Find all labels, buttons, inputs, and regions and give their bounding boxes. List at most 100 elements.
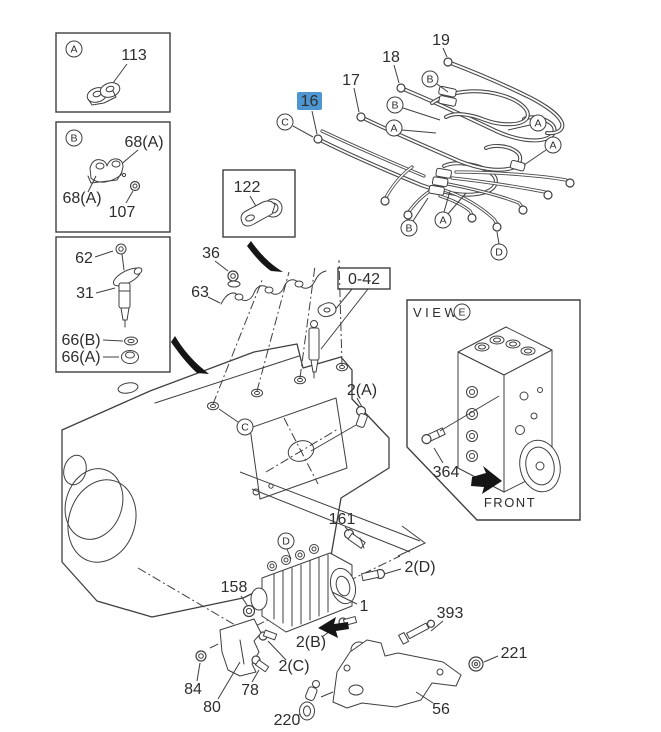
- inset-box-122-frame: [222, 169, 296, 238]
- callout-letter-b3: B: [405, 223, 412, 235]
- part-label-1[interactable]: 1: [360, 598, 369, 615]
- part-label-2a[interactable]: 2(A): [347, 382, 377, 399]
- part-label-17[interactable]: 17: [342, 72, 360, 89]
- clip-0-42-drawing: [317, 302, 337, 318]
- callout-letter-c-engine: C: [241, 422, 249, 434]
- part-label-66b[interactable]: 66(B): [61, 332, 100, 349]
- leader-56: [415, 691, 434, 704]
- leader-d1: [496, 231, 500, 245]
- front-label: FRONT: [484, 495, 536, 510]
- callout-circle-b: [65, 129, 83, 147]
- callout-circle-b1: [421, 70, 439, 88]
- bracket-56-drawing: [332, 639, 462, 709]
- callout-letter-a2: A: [534, 118, 541, 130]
- bracket-80-drawing: [219, 618, 262, 677]
- pump-body-drawing: [250, 544, 357, 633]
- pipe-clamps: [428, 85, 526, 196]
- leader-221: [483, 655, 499, 663]
- injector-drawing: [112, 243, 143, 328]
- leader-d2: [286, 548, 292, 560]
- callout-circle-a4: [434, 211, 452, 229]
- part-label-220[interactable]: 220: [274, 712, 301, 729]
- leader-a3: [523, 149, 547, 166]
- callout-letter-b: B: [70, 133, 77, 145]
- bolt-78-drawing: [251, 655, 270, 673]
- bolt-364-drawing: [421, 395, 500, 445]
- part-label-2b[interactable]: 2(B): [296, 634, 326, 651]
- part-label-62[interactable]: 62: [75, 250, 93, 267]
- part-label-113[interactable]: 113: [121, 47, 147, 64]
- engine-bosses: [63, 382, 274, 563]
- bolt-393-drawing: [398, 619, 436, 645]
- part-label-56[interactable]: 56: [432, 701, 450, 718]
- nut-107-center: [132, 183, 138, 189]
- ref-label-0-42[interactable]: 0-42: [348, 271, 380, 288]
- callout-letter-a: A: [70, 44, 77, 56]
- callout-circle-e-view: [453, 303, 471, 321]
- part-label-63[interactable]: 63: [191, 284, 209, 301]
- bolt-2c-drawing: [258, 629, 278, 641]
- ring-66b-hole: [127, 338, 135, 344]
- leader-1: [331, 591, 358, 605]
- leader-78: [251, 669, 260, 683]
- callout-circle-a: [65, 40, 83, 58]
- leak-off-pipe-drawing: [220, 270, 327, 305]
- leader-18: [393, 64, 400, 84]
- part-label-2d[interactable]: 2(D): [404, 559, 435, 576]
- fuel-pipe-harness: 19 18 17 16 C B B A A A B A: [276, 32, 575, 261]
- part-label-78[interactable]: 78: [241, 682, 259, 699]
- leader-0-42: [320, 288, 369, 350]
- bracket-56-hole2: [436, 668, 444, 676]
- callout-circle-d2: [277, 532, 295, 550]
- leader-2c: [267, 640, 287, 661]
- leader-161: [344, 526, 350, 532]
- inset-box-b: B 68(A) 68(A) 107: [55, 121, 171, 233]
- part-label-66a[interactable]: 66(A): [61, 349, 100, 366]
- part-label-221[interactable]: 221: [501, 645, 528, 662]
- part-label-364[interactable]: 364: [433, 464, 460, 481]
- callout-letter-a3: A: [549, 140, 556, 152]
- part-label-68a-upper[interactable]: 68(A): [124, 134, 163, 151]
- callout-letter-d1: D: [495, 247, 503, 259]
- part-label-107[interactable]: 107: [109, 204, 136, 221]
- pointer-arrow-pump: [318, 617, 349, 638]
- inset-box-a-frame: [55, 32, 171, 113]
- inset-box-b-frame: [55, 121, 171, 233]
- part-label-393[interactable]: 393: [437, 605, 464, 622]
- part-label-16[interactable]: 16: [301, 93, 319, 110]
- part-label-31[interactable]: 31: [76, 285, 94, 302]
- inset-box-injector: 62 31 66(B) 66(A): [55, 236, 171, 373]
- engine-cover-edge: [154, 355, 300, 404]
- leader-2a-to-plate: [310, 424, 357, 452]
- callout-circle-a2: [529, 114, 547, 132]
- injector-seats: [207, 362, 348, 411]
- cap-66a-drawing: [121, 350, 139, 364]
- view-label: VIEW: [413, 305, 460, 320]
- part-label-19[interactable]: 19: [432, 32, 450, 49]
- leader-2a: [356, 397, 363, 408]
- part-16-highlight[interactable]: [297, 92, 322, 110]
- leader-68a-lower: [87, 175, 97, 193]
- part-label-36[interactable]: 36: [202, 245, 220, 262]
- mount-axis-line: [137, 567, 236, 626]
- part-label-80[interactable]: 80: [203, 699, 221, 716]
- leader-66b: [102, 339, 124, 342]
- part-label-68a-lower[interactable]: 68(A): [62, 190, 101, 207]
- part-label-84[interactable]: 84: [184, 681, 202, 698]
- pump-view-drawing: [457, 326, 561, 493]
- callout-circle-b2: [386, 96, 404, 114]
- leader-c-engine: [218, 408, 239, 423]
- part-label-161[interactable]: 161: [329, 511, 356, 528]
- part-label-158[interactable]: 158: [221, 579, 248, 596]
- engine-front-plate: [249, 397, 348, 500]
- bolt-2a-drawing: [355, 405, 368, 428]
- part-label-18[interactable]: 18: [382, 49, 400, 66]
- leader-2d: [383, 568, 402, 575]
- callout-letter-a4: A: [439, 215, 446, 227]
- leader-107: [125, 190, 134, 204]
- leader-a1: [401, 129, 437, 134]
- part-label-2c[interactable]: 2(C): [278, 658, 309, 675]
- leader-b3: [412, 197, 429, 222]
- part-label-122[interactable]: 122: [234, 179, 261, 196]
